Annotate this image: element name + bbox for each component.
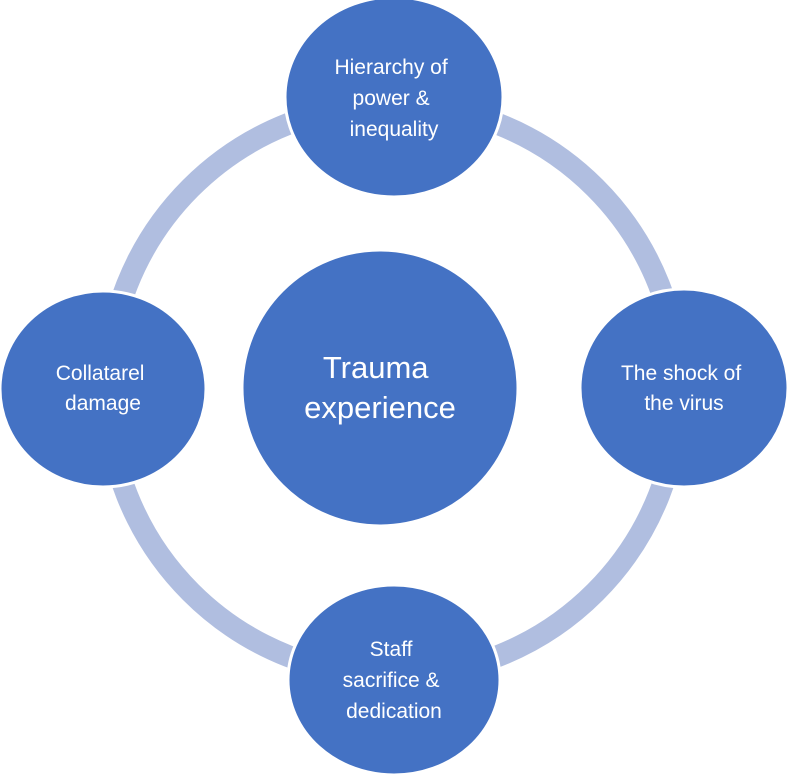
node-top: Hierarchy of power & inequality [283, 0, 505, 199]
node-label-line: Collatarel [56, 362, 145, 385]
node-label-line: Hierarchy of [334, 56, 447, 79]
center-node: Trauma experience [240, 248, 520, 528]
center-circle [240, 248, 520, 528]
center-label: Trauma experience [304, 350, 456, 425]
center-label-line: Trauma [323, 350, 429, 385]
node-right: The shock of the virus [578, 287, 788, 489]
node-label-line: damage [65, 392, 141, 415]
node-left: Collatarel damage [0, 289, 208, 489]
node-label-line: sacrifice & [343, 669, 440, 692]
node-right-label: The shock of the virus [621, 362, 747, 415]
node-left-circle [0, 289, 208, 489]
node-bottom-circle [286, 583, 502, 775]
node-left-label: Collatarel damage [56, 362, 151, 415]
node-label-line: dedication [346, 700, 442, 723]
node-bottom-label: Staff sacrifice & dedication [343, 638, 446, 723]
node-label-line: The shock of [621, 362, 741, 385]
node-right-circle [578, 287, 788, 489]
node-bottom: Staff sacrifice & dedication [286, 583, 502, 775]
node-label-line: Staff [370, 638, 413, 661]
center-label-line: experience [304, 390, 456, 425]
node-top-circle [283, 0, 505, 199]
node-label-line: inequality [350, 118, 439, 141]
node-top-label: Hierarchy of power & inequality [334, 56, 453, 141]
node-label-line: power & [353, 87, 430, 110]
node-label-line: the virus [644, 392, 723, 415]
